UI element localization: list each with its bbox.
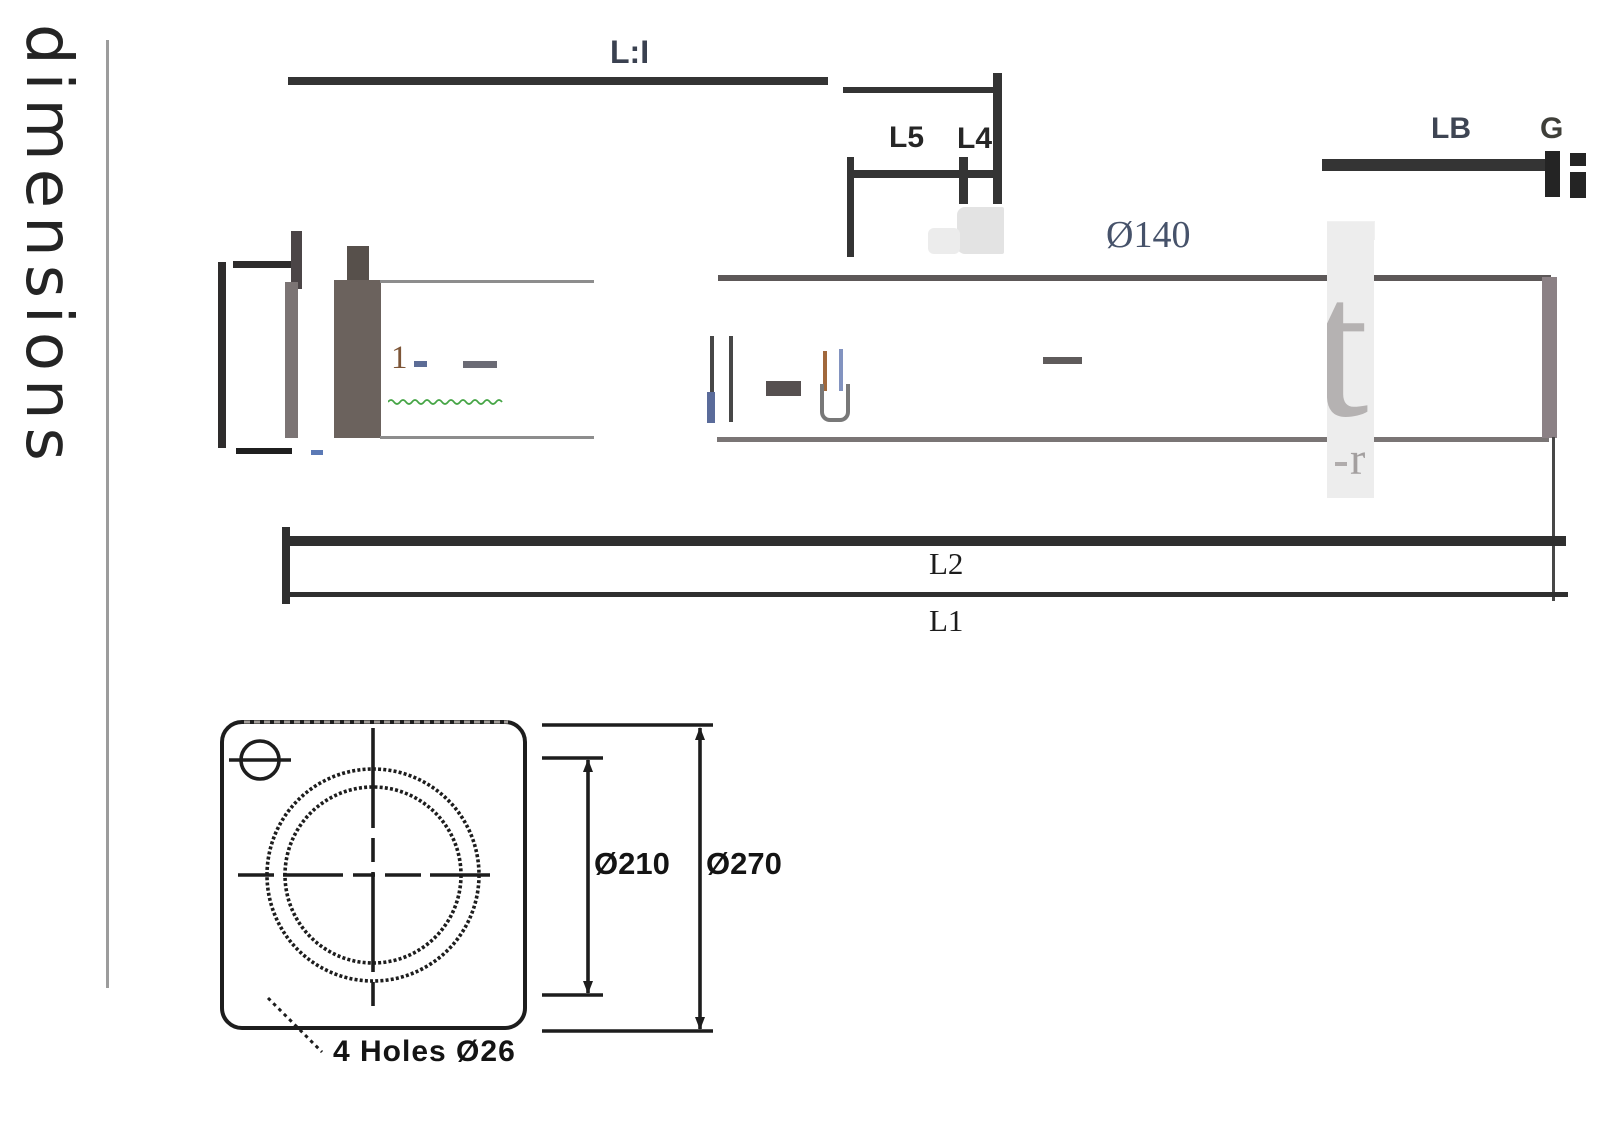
dim-tick-l4-right — [993, 73, 1002, 204]
page-title-vertical: dimensions — [11, 24, 85, 469]
g-thread-bar-1 — [1545, 151, 1560, 197]
watermark-letter-r: r — [1350, 433, 1366, 484]
dim-tick-l5-mid — [959, 157, 968, 204]
dim-line-l5 — [848, 170, 997, 178]
artifact-dash-1 — [414, 361, 427, 367]
artifact-digit: 1 — [391, 340, 408, 376]
spellcheck-squiggle — [388, 399, 503, 405]
g-thread-bar-2a — [1570, 153, 1586, 166]
dim-line-lb — [1322, 159, 1547, 171]
rod-end-block-large — [334, 280, 381, 438]
artifact-stroke-1 — [710, 336, 714, 422]
dim-label-l5: L5 — [889, 121, 925, 154]
smudge-blob — [957, 207, 1004, 254]
smudge-blob-2 — [928, 228, 960, 254]
dim-label-l4: L4 — [957, 122, 993, 155]
holes-note: 4 Holes Ø26 — [333, 1035, 516, 1068]
watermark-dot — [1335, 462, 1347, 466]
dim-line-l1 — [286, 592, 1568, 597]
dim-line-top-length — [288, 77, 828, 85]
artifact-thick-dash — [766, 381, 801, 396]
bracket-bottom-line — [236, 448, 292, 454]
bracket-pin-top — [291, 231, 302, 289]
artifact-stroke-1b — [707, 392, 715, 423]
watermark-letter-t: t — [1327, 238, 1369, 459]
cylinder-bottom-line-left — [380, 436, 594, 439]
cylinder-top-line-left — [380, 280, 594, 283]
watermark-band: t — [1327, 222, 1374, 498]
artifact-stroke-4 — [839, 349, 843, 391]
dim-label-bolt-circle: Ø210 — [594, 846, 670, 881]
artifact-stroke-3 — [823, 351, 827, 391]
bracket-bottom-dash — [311, 450, 323, 455]
dim-label-g: G — [1540, 112, 1564, 145]
artifact-dash-2 — [463, 361, 497, 368]
dim-line-l4-top — [843, 87, 995, 93]
extension-line-right — [1552, 437, 1555, 601]
bracket-gray-bar — [285, 282, 298, 438]
dim-line-l2 — [286, 536, 1566, 546]
artifact-stroke-2 — [729, 336, 733, 422]
cylinder-top-line-right — [718, 275, 1551, 281]
dim-label-lb: LB — [1431, 112, 1471, 145]
rod-end-block-small — [347, 246, 369, 282]
flange-drawing — [220, 720, 713, 1054]
bracket-vertical-line — [218, 262, 226, 448]
dim-label-top-length: L:I — [610, 34, 650, 70]
dim-tick-l2l1-left — [282, 527, 290, 604]
dim-label-body-diameter: Ø140 — [1106, 214, 1191, 256]
dim-label-l2: L2 — [929, 546, 964, 581]
dim-tick-l5-left — [847, 157, 854, 257]
bracket-top-line — [233, 261, 297, 268]
artifact-u-shape — [820, 384, 850, 422]
cylinder-end-cap — [1542, 277, 1557, 438]
g-thread-bar-2b — [1570, 172, 1586, 198]
left-divider-line — [106, 40, 109, 988]
dim-label-l1: L1 — [929, 603, 964, 638]
dim-label-flange-diameter: Ø270 — [706, 846, 782, 881]
cylinder-bottom-line-right — [717, 437, 1549, 442]
artifact-small-dash — [1043, 357, 1082, 364]
